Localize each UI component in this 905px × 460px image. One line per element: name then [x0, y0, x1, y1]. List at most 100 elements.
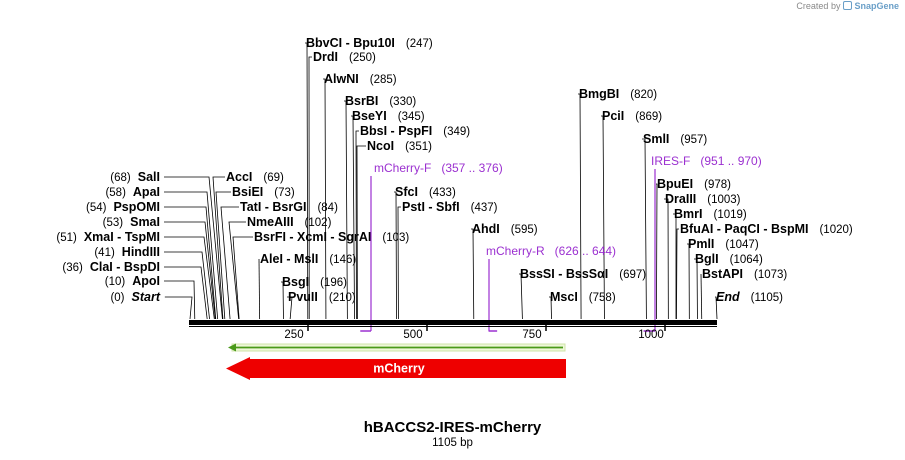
site-bsgi-position: (196): [320, 277, 347, 289]
site-bbvci-bpu10i[interactable]: BbvCI - Bpu10I(247): [306, 36, 433, 50]
site-ncoi-position: (351): [405, 141, 432, 153]
primer-mcherry-r-range: (626 .. 644): [555, 244, 616, 258]
mcherry-feature-arrow[interactable]: [226, 357, 566, 380]
site-apoi[interactable]: (10) ApoI: [105, 274, 160, 288]
site-nmeaiii[interactable]: NmeAIII(102): [247, 215, 332, 229]
site-bsgi-leader: [281, 281, 284, 320]
snapgene-credit: Created by SnapGene: [796, 1, 899, 11]
site-ncoi-leader: [356, 145, 366, 320]
site-msci-leader: [549, 296, 552, 320]
site-tati-bsrgi[interactable]: TatI - BsrGI(84): [240, 200, 338, 214]
site-start[interactable]: (0)Start: [110, 290, 160, 304]
site-bpuei[interactable]: BpuEI(978): [657, 177, 731, 191]
svg-text:(10)ApoI: (10) ApoI: [105, 274, 160, 288]
svg-text:(41)HindIII: (41)HindIII: [94, 245, 160, 259]
svg-text:BsrFI - XcmI - SgrAI(103): BsrFI - XcmI - SgrAI(103): [254, 230, 409, 244]
site-bgli-leader: [694, 258, 698, 320]
site-draiii-name: DraIII: [665, 192, 696, 206]
site-sfci[interactable]: SfcI(433): [395, 185, 456, 199]
site-smai-name: SmaI: [130, 215, 160, 229]
site-pvuii-position: (210): [329, 292, 356, 304]
site-alei-msli-position: (146): [329, 254, 356, 266]
site-apai[interactable]: (58)ApaI: [105, 185, 160, 199]
site-bgli-position: (1064): [730, 254, 763, 266]
primer-mcherry-f[interactable]: mCherry-F(357 .. 376): [360, 161, 503, 332]
tick-label-750: 750: [522, 329, 541, 341]
snapgene-logo-icon: [842, 1, 852, 10]
site-clai-bspdi-position: (36): [62, 262, 83, 274]
site-tati-bsrgi-name: TatI - BsrGI: [240, 200, 306, 214]
svg-text:BstAPI(1073): BstAPI(1073): [702, 267, 787, 281]
site-bsiei-position: (73): [274, 187, 295, 199]
site-bsssi-bsss-i[interactable]: BssSI - BssSαI(697): [520, 267, 646, 281]
site-bsgi[interactable]: BsgI(196): [282, 275, 347, 289]
site-bbsi-pspfi[interactable]: BbsI - PspFI(349): [360, 124, 470, 138]
site-bgli[interactable]: BglI(1064): [695, 252, 763, 266]
site-smli-name: SmlI: [643, 132, 669, 146]
site-ahdi[interactable]: AhdI(595): [472, 222, 538, 236]
site-pcii-position: (869): [635, 111, 662, 123]
site-pspomi[interactable]: (54)PspOMI: [86, 200, 160, 214]
site-ahdi-leader: [471, 228, 475, 320]
site-pcii[interactable]: PciI(869): [602, 109, 662, 123]
site-bmri[interactable]: BmrI(1019): [674, 207, 747, 221]
site-smli[interactable]: SmlI(957): [643, 132, 707, 146]
svg-text:BseYI(345): BseYI(345): [352, 109, 425, 123]
svg-text:DraIII(1003): DraIII(1003): [665, 192, 741, 206]
site-bmgbi-name: BmgBI: [579, 87, 619, 101]
site-xmai-tspmi[interactable]: (51)XmaI - TspMI: [56, 230, 160, 244]
site-pcii-leader: [601, 115, 605, 320]
site-bfuai-paqci-bspmi-name: BfuAI - PaqCI - BspMI: [680, 222, 808, 236]
site-bmgbi[interactable]: BmgBI (820): [579, 87, 657, 101]
site-clai-bspdi[interactable]: (36) ClaI - BspDI: [62, 260, 160, 274]
site-hindiii-position: (41): [94, 247, 115, 259]
site-ahdi-position: (595): [511, 224, 538, 236]
site-bmgbi-position: (820): [630, 89, 657, 101]
svg-text:mCherry-F(357 .. 376): mCherry-F(357 .. 376): [374, 161, 503, 175]
site-nmeaiii-position: (102): [305, 217, 332, 229]
site-clai-bspdi-name: ClaI - BspDI: [90, 260, 160, 274]
site-pspomi-position: (54): [86, 202, 107, 214]
site-bmri-name: BmrI: [674, 207, 702, 221]
svg-text:PvuII(210): PvuII (210): [288, 290, 356, 304]
primer-mcherry-r[interactable]: mCherry-R(626 .. 644): [486, 244, 616, 332]
site-pvuii-leader: [287, 296, 293, 320]
site-hindiii[interactable]: (41)HindIII: [94, 245, 160, 259]
site-leader-lines: [164, 42, 718, 320]
site-pvuii-name: PvuII: [288, 290, 318, 304]
mcherry-feature[interactable]: mCherry: [226, 357, 566, 380]
site-pspomi-leader: [164, 206, 217, 320]
site-bstapi[interactable]: BstAPI(1073): [702, 267, 787, 281]
site-pmli[interactable]: PmlI(1047): [688, 237, 759, 251]
site-alwni[interactable]: AlwNI(285): [324, 72, 397, 86]
site-bseyi[interactable]: BseYI(345): [352, 109, 425, 123]
site-bsrbi[interactable]: BsrBI(330): [345, 94, 416, 108]
site-apoi-name: ApoI: [132, 274, 160, 288]
site-bfuai-paqci-bspmi[interactable]: BfuAI - PaqCI - BspMI(1020): [680, 222, 853, 236]
primer-ires-f-range: (951 .. 970): [700, 154, 761, 168]
site-bsrfi-xcmi-sgrai[interactable]: BsrFI - XcmI - SgrAI(103): [254, 230, 409, 244]
site-drdi[interactable]: DrdI(250): [313, 50, 376, 64]
svg-text:AccI(69): AccI(69): [226, 170, 284, 184]
site-apoi-leader: [164, 280, 196, 320]
site-alwni-leader: [323, 78, 327, 320]
site-alei-msli[interactable]: AleI - MslI(146): [260, 252, 356, 266]
site-ncoi[interactable]: NcoI(351): [367, 139, 432, 153]
svg-text:BbvCI - Bpu10I(247): BbvCI - Bpu10I(247): [306, 36, 433, 50]
site-sali[interactable]: (68)SalI: [110, 170, 160, 184]
svg-text:AleI - MslI(146): AleI - MslI(146): [260, 252, 356, 266]
site-msci[interactable]: MscI(758): [550, 290, 616, 304]
site-pvuii[interactable]: PvuII (210): [288, 290, 356, 304]
primer-ires-f[interactable]: IRES-F(951 .. 970): [643, 154, 762, 332]
site-acci[interactable]: AccI(69): [226, 170, 284, 184]
site-psti-sbfi[interactable]: PstI - SbfI(437): [402, 200, 498, 214]
plasmid-title: hBACCS2-IRES-mCherry: [363, 419, 542, 436]
svg-text:PmlI(1047): PmlI(1047): [688, 237, 759, 251]
site-draiii[interactable]: DraIII(1003): [665, 192, 741, 206]
site-bsiei[interactable]: BsiEI(73): [232, 185, 295, 199]
site-start-position: (0): [110, 292, 124, 304]
site-apoi-position: (10): [105, 276, 126, 288]
site-smai[interactable]: (53)SmaI: [103, 215, 160, 229]
site-end[interactable]: End(1105): [716, 290, 783, 304]
